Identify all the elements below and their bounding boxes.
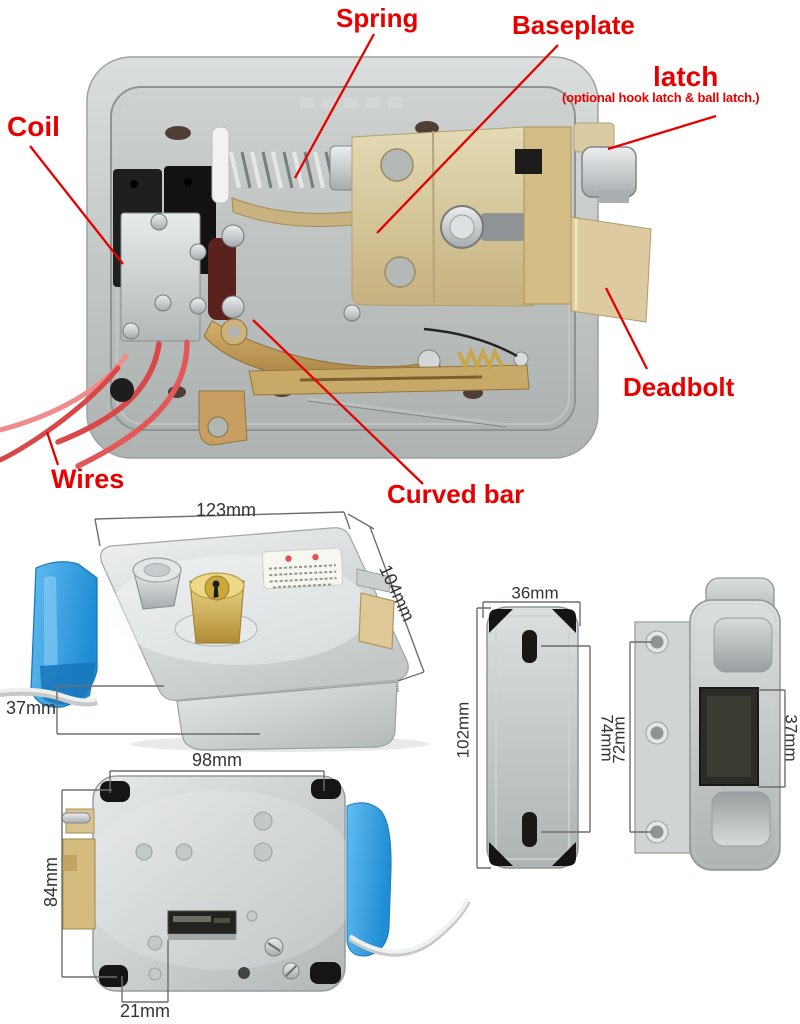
strike-ramp-bottom <box>711 791 771 847</box>
dim-front-height: 37mm <box>5 698 57 718</box>
label-wires: Wires <box>51 464 125 494</box>
wires <box>0 339 190 469</box>
strike-screw-holes <box>645 630 669 844</box>
wire <box>0 689 98 707</box>
dim-back-width: 98mm <box>191 750 243 770</box>
label-coil: Coil <box>7 111 60 142</box>
cover-slot-bottom <box>522 812 537 847</box>
back-view-photo <box>61 775 471 992</box>
annotation-pointer-lines <box>29 33 717 485</box>
back-hole <box>238 967 250 979</box>
dim-back-height: 84mm <box>41 856 61 908</box>
spring <box>211 126 357 204</box>
label-curved-bar: Curved bar <box>387 479 525 509</box>
key-cylinder <box>174 572 258 647</box>
dim-cover-height: 102mm <box>453 701 473 759</box>
lock-body <box>176 681 398 751</box>
dim-cover-width: 36mm <box>511 583 559 603</box>
wire <box>0 687 98 703</box>
label-spring: Spring <box>336 3 419 33</box>
dim-front-width: 123mm <box>195 500 257 520</box>
warning-sticker <box>261 547 344 590</box>
blue-handle <box>30 561 98 708</box>
corner-pads <box>99 779 341 987</box>
cover-corner-pads <box>489 609 576 866</box>
back-slot <box>167 910 237 940</box>
interior-photo <box>0 56 652 469</box>
wire-rear <box>348 898 470 954</box>
baseplate <box>351 126 572 307</box>
deadbolt <box>570 216 652 323</box>
label-latch: latch <box>653 61 719 92</box>
cover-plate-figure <box>486 606 579 869</box>
latch-rear <box>61 808 96 930</box>
dimension-lines <box>56 511 786 1003</box>
cover-slot-top <box>522 630 537 663</box>
dim-back-slot-offset: 21mm <box>119 1001 171 1021</box>
dim-strike-opening: 37mm <box>781 714 800 762</box>
deadbolt-front <box>356 568 395 650</box>
knob <box>132 557 182 610</box>
label-latch-note: (optional hook latch & ball latch.) <box>562 90 760 105</box>
dim-strike-hole-span: 72mm <box>609 716 629 764</box>
strike-plate-figure <box>634 577 781 871</box>
label-deadbolt: Deadbolt <box>623 372 735 402</box>
back-rivets <box>135 811 273 981</box>
label-baseplate: Baseplate <box>512 10 635 40</box>
back-screws <box>264 937 300 980</box>
front-view-photo <box>0 527 430 752</box>
latch <box>573 122 637 203</box>
case-vents <box>300 97 402 108</box>
coil-assembly <box>113 166 245 342</box>
strike-ramp-top <box>713 617 773 673</box>
blue-handle-rear <box>346 802 392 957</box>
